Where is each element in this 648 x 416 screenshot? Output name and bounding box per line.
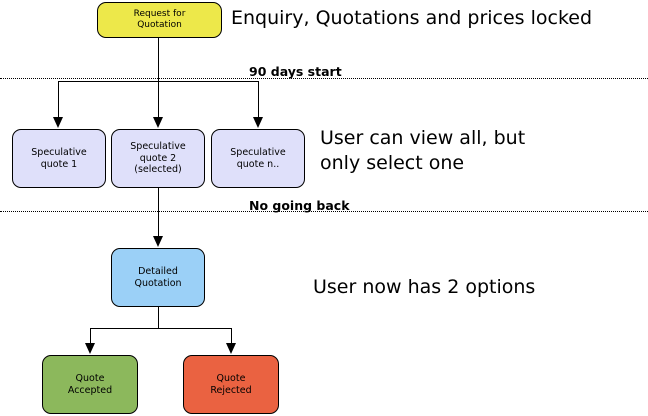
- phase-divider-label-90-days: 90 days start: [249, 64, 342, 79]
- edge-rfq-stem: [158, 38, 159, 81]
- arrowhead-detailed: [153, 236, 163, 247]
- node-speculative-quote-1[interactable]: Speculative quote 1: [12, 129, 106, 188]
- annotation-two-options: User now has 2 options: [313, 276, 536, 298]
- edge-speculative2-to-detailed: [158, 188, 159, 236]
- arrowhead-speculative-2: [153, 117, 163, 128]
- phase-divider-label-no-going-back: No going back: [249, 198, 350, 213]
- arrowhead-speculative-n: [253, 117, 263, 128]
- edge-to-speculative-2: [158, 81, 159, 118]
- arrowhead-speculative-1: [53, 117, 63, 128]
- edge-outcome-bus: [90, 328, 231, 329]
- node-speculative-quote-n[interactable]: Speculative quote n..: [211, 129, 305, 188]
- edge-to-speculative-1: [58, 81, 59, 118]
- phase-divider-no-going-back: [0, 211, 648, 212]
- phase-divider-90-days: [0, 78, 648, 79]
- edge-to-speculative-n: [258, 81, 259, 118]
- node-quote-rejected[interactable]: Quote Rejected: [183, 355, 279, 414]
- edge-detailed-stem: [158, 307, 159, 329]
- node-speculative-quote-2-selected[interactable]: Speculative quote 2 (selected): [111, 129, 205, 188]
- edge-to-rejected: [231, 328, 232, 344]
- node-detailed-quotation[interactable]: Detailed Quotation: [111, 248, 205, 307]
- node-quote-accepted[interactable]: Quote Accepted: [42, 355, 138, 414]
- annotation-prices-locked: Enquiry, Quotations and prices locked: [231, 7, 593, 29]
- edge-to-accepted: [90, 328, 91, 344]
- node-request-for-quotation[interactable]: Request for Quotation: [97, 2, 222, 38]
- arrowhead-accepted: [85, 343, 95, 354]
- annotation-view-all-select-one: User can view all, but only select one: [320, 127, 526, 175]
- arrowhead-rejected: [226, 343, 236, 354]
